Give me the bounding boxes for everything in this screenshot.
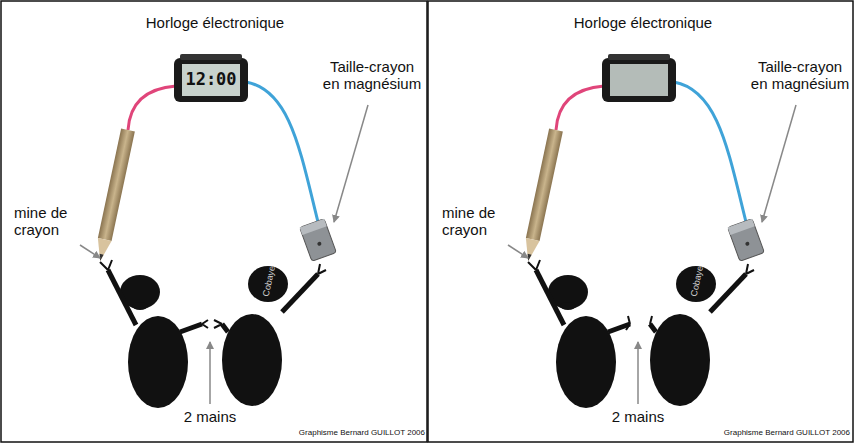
credit-note: Graphisme Bernard GUILLOT 2006 <box>695 428 850 437</box>
credit-note: Graphisme Bernard GUILLOT 2006 <box>270 428 425 437</box>
clock-display: 12:00 <box>182 70 240 90</box>
part-label: Taille-crayon en magnésium <box>750 58 850 93</box>
title-label: Horloge électronique <box>140 14 290 31</box>
part-label: mine de crayon <box>14 204 94 239</box>
callout-label: 2 mains <box>170 408 250 425</box>
title-label: Horloge électronique <box>568 14 718 31</box>
callout-label: 2 mains <box>598 408 678 425</box>
part-label: mine de crayon <box>442 204 522 239</box>
part-label: Taille-crayon en magnésium <box>322 58 422 93</box>
